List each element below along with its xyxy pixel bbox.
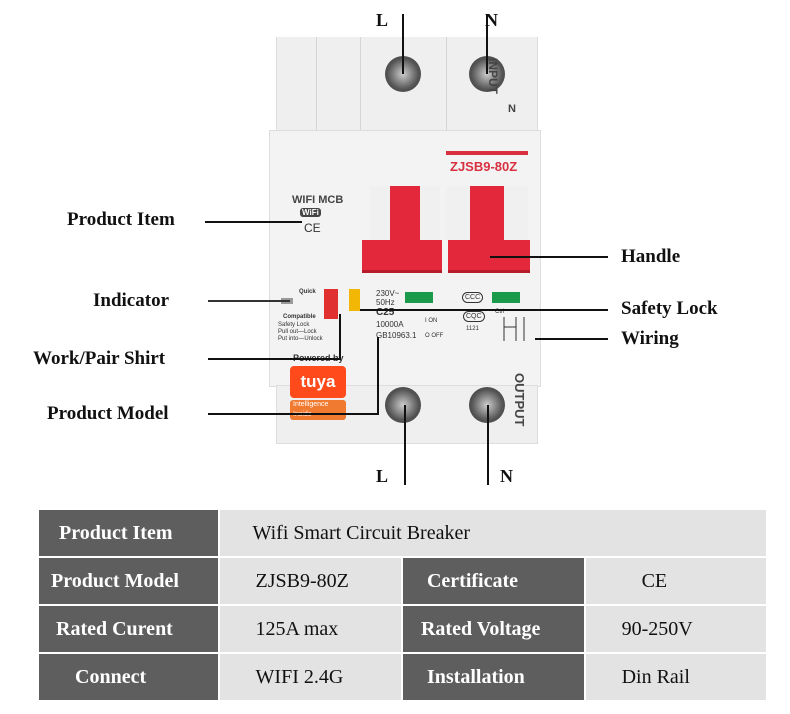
cqc-mark: CQC <box>463 311 485 322</box>
spec-value: Din Rail <box>583 652 769 702</box>
spec-key: Rated Curent <box>37 604 220 654</box>
callout-wiring: Wiring <box>621 328 679 349</box>
spec-table: Product Item Wifi Smart Circuit Breaker … <box>37 508 769 702</box>
spec-value: ZJSB9-80Z <box>217 556 403 606</box>
work-pair-switch[interactable] <box>324 289 338 319</box>
tuya-logo-text: tuya <box>300 372 336 391</box>
code-text: 1121 <box>466 326 479 332</box>
model-print: ZJSB9-80Z <box>450 159 518 174</box>
inside-text: Inside <box>293 410 346 420</box>
status-window <box>492 292 520 303</box>
output-label: OUTPUT <box>512 373 527 427</box>
safety-lock-text: Safety Lock <box>278 322 310 328</box>
intelligence-text: Intelligence <box>293 401 329 408</box>
table-row: Product Item Wifi Smart Circuit Breaker <box>37 508 769 558</box>
table-row: Product Model ZJSB9-80Z Certificate CE <box>37 556 769 606</box>
compatible-text: Compatible <box>283 314 316 320</box>
spec-value: 125A max <box>217 604 403 654</box>
spec-key: Connect <box>37 652 220 702</box>
safety-lock-tab[interactable] <box>349 289 360 311</box>
terminal-bottom-l: L <box>376 466 389 486</box>
intelligence-badge: IntelligenceInside <box>290 400 346 420</box>
breaking-text: 10000A <box>376 320 404 329</box>
spec-key: Installation <box>400 652 586 702</box>
wifi-mcb-text: WIFI MCB <box>292 194 344 206</box>
table-row: Connect WIFI 2.4G Installation Din Rail <box>37 652 769 702</box>
on-text: I ON <box>425 318 438 324</box>
input-n-label: N <box>508 103 516 115</box>
ce-mark: CE <box>304 221 321 235</box>
terminal-bottom-n: N <box>500 466 513 486</box>
quick-text: Quick <box>299 289 316 295</box>
off-text: O OFF <box>425 333 444 339</box>
put-into-text: Put into—Unlock <box>278 336 323 342</box>
spec-value: CE <box>583 556 769 606</box>
freq-text: 50Hz <box>376 298 395 307</box>
ccc-mark: CCC <box>462 292 484 303</box>
terminal-top-l: L <box>376 10 389 30</box>
pull-out-text: Pull out—Lock <box>278 329 317 335</box>
spec-key: Product Model <box>37 556 220 606</box>
rating-text: C25 <box>376 307 395 318</box>
spec-value: WIFI 2.4G <box>217 652 403 702</box>
handle-right[interactable] <box>446 186 528 241</box>
callout-handle: Handle <box>621 246 681 267</box>
terminal-top-n: N <box>485 10 498 30</box>
callout-product-item: Product Item <box>67 209 175 230</box>
status-window <box>405 292 433 303</box>
wiring-diagram-icon <box>503 317 525 341</box>
handle-left[interactable] <box>370 186 440 241</box>
callout-safety-lock: Safety Lock <box>621 298 718 319</box>
tuya-logo: tuya <box>290 366 346 398</box>
callout-product-model: Product Model <box>47 403 169 424</box>
spec-key: Rated Voltage <box>400 604 586 654</box>
input-label: INPUT <box>486 58 500 94</box>
callout-indicator: Indicator <box>93 290 169 311</box>
spec-key: Certificate <box>400 556 586 606</box>
spec-value: 90-250V <box>583 604 769 654</box>
spec-key: Product Item <box>37 508 220 558</box>
standard-text: GB10963.1 <box>376 331 417 340</box>
table-row: Rated Curent 125A max Rated Voltage 90-2… <box>37 604 769 654</box>
wifi-badge-icon: WiFi <box>300 208 321 217</box>
screw-icon <box>385 387 421 423</box>
ctrl-text: Ctrl <box>495 309 505 315</box>
spec-value: Wifi Smart Circuit Breaker <box>217 508 769 558</box>
voltage-text: 230V~ <box>376 289 400 298</box>
callout-work-pair: Work/Pair Shirt <box>33 348 166 369</box>
